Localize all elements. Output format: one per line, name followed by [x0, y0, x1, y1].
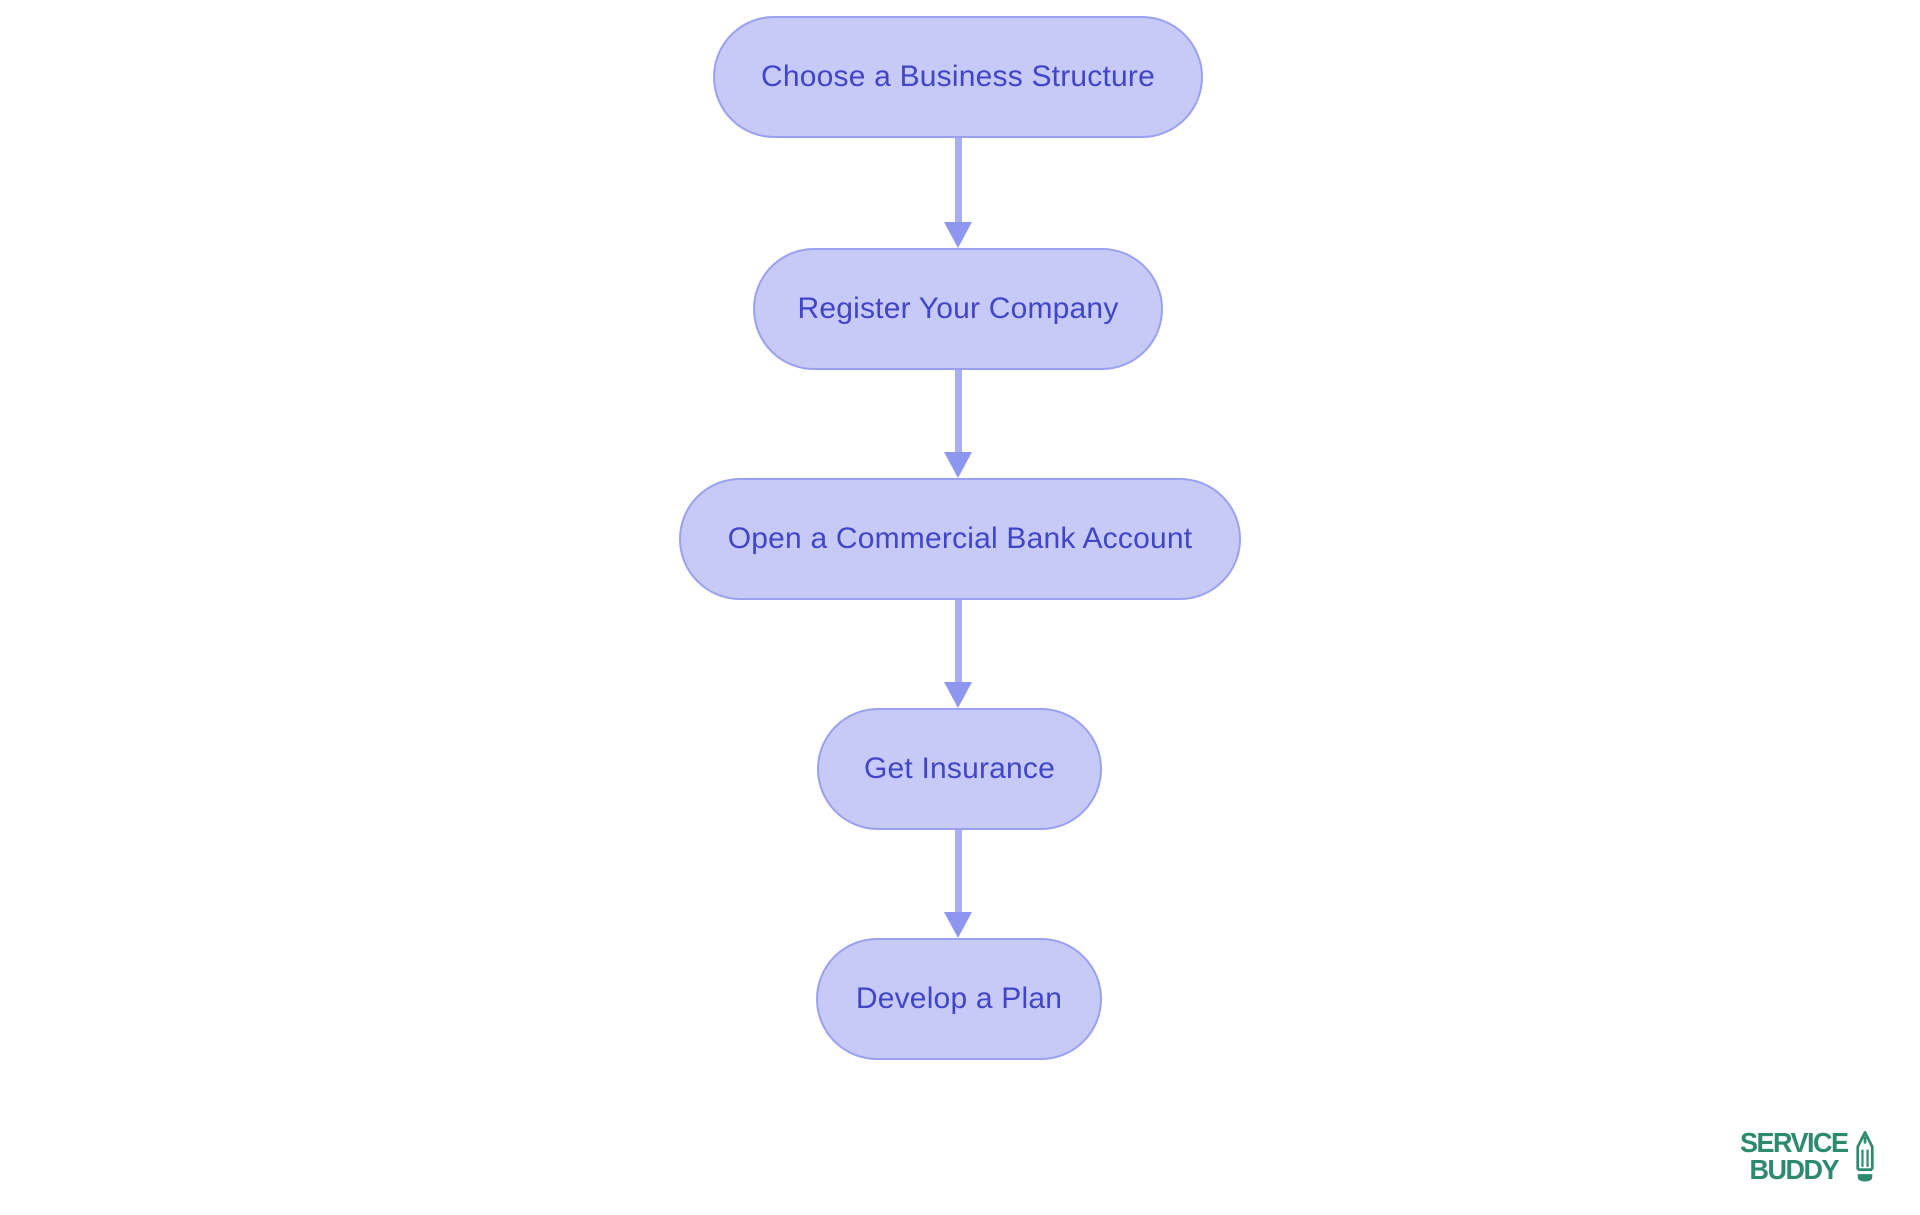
logo-text-line1: SERVICE [1740, 1126, 1849, 1159]
logo-text-line2: BUDDY [1749, 1153, 1840, 1186]
flow-node-get-insurance: Get Insurance [817, 708, 1102, 830]
node-label-register-your-company: Register Your Company [797, 292, 1119, 325]
node-label-get-insurance: Get Insurance [863, 752, 1056, 785]
pencil-icon [1855, 1131, 1874, 1182]
node-label-open-commercial-bank-account: Open a Commercial Bank Account [727, 522, 1193, 555]
arrow-down-icon-1 [944, 222, 972, 248]
service-buddy-logo: SERVICE BUDDY [1740, 1128, 1875, 1184]
arrow-down-icon-3 [944, 682, 972, 708]
arrow-down-icon-2 [944, 452, 972, 478]
connector-line-4 [955, 830, 962, 912]
node-label-develop-a-plan: Develop a Plan [855, 982, 1063, 1015]
logo-wordmark: SERVICE BUDDY [1740, 1126, 1849, 1186]
flow-node-choose-business-structure: Choose a Business Structure [713, 16, 1203, 138]
flow-node-register-your-company: Register Your Company [753, 248, 1163, 370]
connector-line-2 [955, 370, 962, 452]
connector-line-3 [955, 600, 962, 682]
node-label-choose-business-structure: Choose a Business Structure [761, 60, 1155, 93]
connector-line-1 [955, 138, 962, 222]
flow-node-open-commercial-bank-account: Open a Commercial Bank Account [679, 478, 1241, 600]
flow-node-develop-a-plan: Develop a Plan [816, 938, 1102, 1060]
arrow-down-icon-4 [944, 912, 972, 938]
